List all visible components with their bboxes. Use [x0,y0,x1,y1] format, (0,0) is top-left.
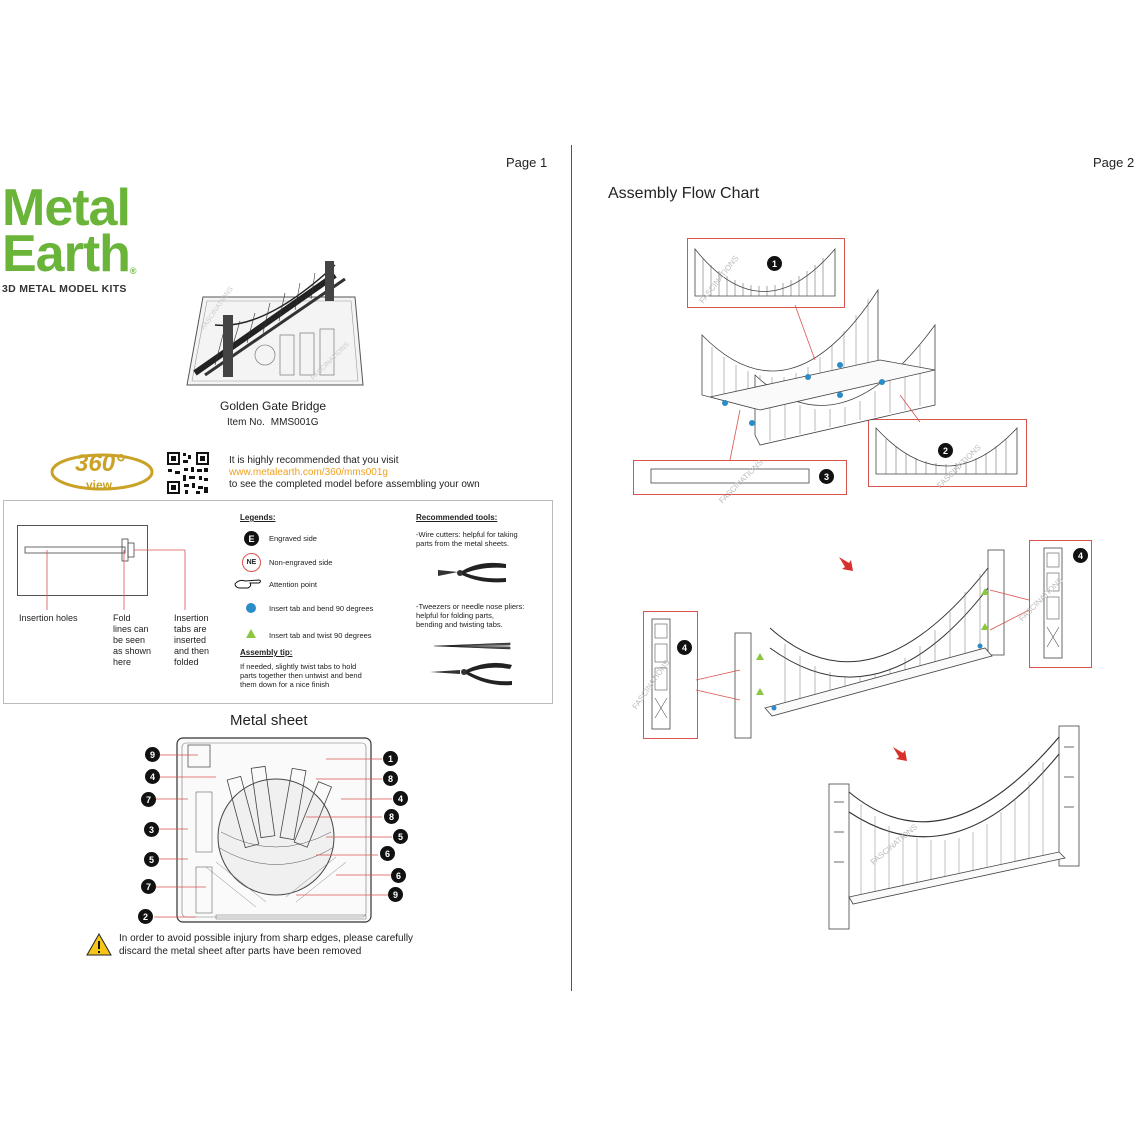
pliers-icon [430,662,512,686]
step-1-connectors [729,304,921,461]
insert-twist-label: Insert tab and twist 90 degrees [269,631,372,640]
part-1-drawing [694,247,836,297]
view-360-badge: 360° view [48,448,156,494]
sheet-part-left-4: 3 [144,822,159,837]
sheet-part-right-7: 6 [391,868,406,883]
down-arrow-1-icon [839,557,853,571]
flow-part-4-badge-left: 4 [677,640,692,655]
view360-text: It is highly recommended that you visit … [229,455,480,491]
insertion-holes-label: Insertion holes [19,613,78,623]
warning-text: In order to avoid possible injury from s… [119,933,414,957]
part-3-drawing [650,468,810,484]
product-name: Golden Gate Bridge [220,399,327,413]
sheet-part-right-3: 4 [393,791,408,806]
final-bridge-assembly [828,725,1080,930]
insertion-tabs-label: Insertion tabs are inserted and then fol… [174,613,210,667]
down-arrow-2-icon [893,747,907,761]
assembly-tip-text: If needed, slightly twist tabs to hold p… [240,662,362,689]
step-1-assembly [701,288,936,446]
sheet-part-left-7: 2 [138,909,153,924]
part-3-callout [633,460,847,495]
view360-line3: to see the completed model before assemb… [229,479,480,490]
sheet-part-left-2: 4 [145,769,160,784]
tweezers-text: -Tweezers or needle nose pliers: helpful… [416,602,525,629]
logo-line-2: Earth [2,225,131,283]
wire-cutters-text: -Wire cutters: helpful for taking parts … [416,530,518,548]
registered-mark: ® [129,266,137,276]
attention-hand-icon [234,579,261,589]
blue-dot-icon [246,603,256,613]
badge-number: 360° [75,450,125,477]
legend-panel [3,500,553,704]
engraved-label: Engraved side [269,534,317,543]
non-engraved-label: Non-engraved side [269,558,333,567]
tab-diagram-frame [17,525,148,596]
flow-part-1-badge: 1 [767,256,782,271]
flow-part-4-badge-right: 4 [1073,548,1088,563]
sheet-part-right-2: 8 [383,771,398,786]
warning-icon [86,932,112,956]
badge-word: view [86,478,113,492]
product-item: Item No. MMS001G [227,417,319,428]
sheet-part-right-4: 8 [384,809,399,824]
fold-lines-label: Fold lines can be seen as shown here [113,613,152,667]
flow-part-2-badge: 2 [938,443,953,458]
sheet-part-right-5: 5 [393,829,408,844]
qr-code-icon [166,451,210,495]
metal-sheet-title: Metal sheet [230,712,308,729]
metal-earth-logo: Metal Earth ® 3D METAL MODEL KITS [2,179,137,295]
sheet-part-right-6: 6 [380,846,395,861]
tools-title: Recommended tools: [416,513,498,522]
tweezers-icon [433,642,511,650]
view360-line1: It is highly recommended that you visit [229,455,399,466]
assembly-tip-title: Assembly tip: [240,648,293,657]
item-number: MMS001G [270,417,319,428]
sheet-part-left-6: 7 [141,879,156,894]
logo-tagline: 3D METAL MODEL KITS [2,283,127,295]
page-1-label: Page 1 [506,155,548,170]
tower-right-drawing [1043,547,1063,659]
flow-part-3-badge: 3 [819,469,834,484]
tab-diagram [24,538,186,610]
item-label: Item No. [227,417,265,428]
metal-sheet-diagram [154,737,392,923]
legends-title: Legends: [240,513,276,522]
engraved-icon: E [244,531,259,546]
page-2-label: Page 2 [1093,155,1135,170]
part-2-drawing [875,426,1018,475]
step-2-assembly [734,549,1005,739]
attention-label: Attention point [269,580,317,589]
sheet-part-left-3: 7 [141,792,156,807]
logo-line-1: Metal [2,179,131,237]
non-engraved-icon: NE [242,553,261,572]
sheet-part-left-1: 9 [145,747,160,762]
sheet-part-right-8: 9 [388,887,403,902]
view360-url[interactable]: www.metalearth.com/360/mms001g [229,467,388,478]
green-triangle-icon [246,629,256,638]
insert-bend-label: Insert tab and bend 90 degrees [269,604,374,613]
tower-left-drawing [651,618,671,730]
product-bridge-image [186,261,364,386]
page-divider [571,145,572,991]
step-2-connectors [695,589,1030,701]
sheet-part-left-5: 5 [144,852,159,867]
flow-chart-title: Assembly Flow Chart [608,185,760,202]
wire-cutters-icon [438,562,506,583]
sheet-part-right-1: 1 [383,751,398,766]
